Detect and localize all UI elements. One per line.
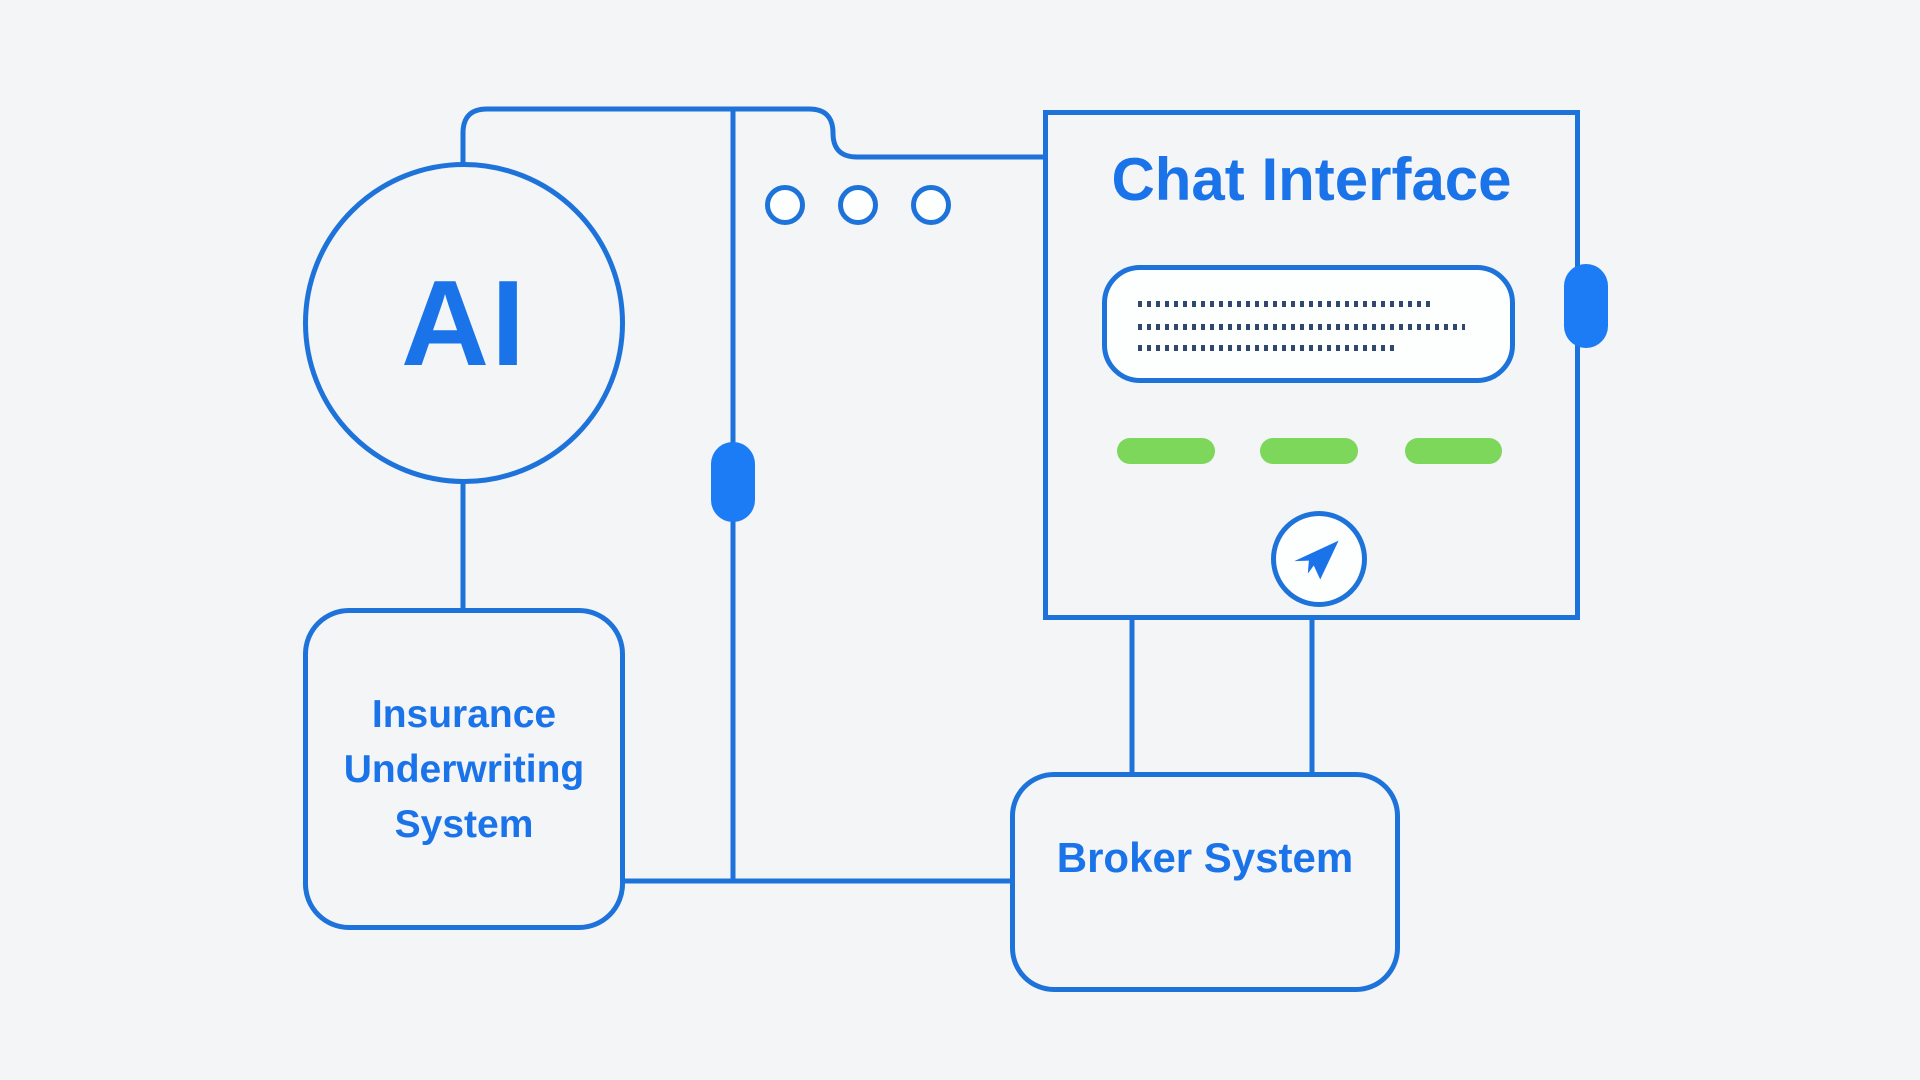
paper-plane-icon	[1294, 540, 1339, 580]
broker-system-label: Broker System	[1056, 834, 1354, 881]
insurance-label-line-3: System	[394, 802, 534, 846]
window-dot-icon	[765, 185, 805, 225]
window-dot-icon	[911, 185, 951, 225]
quick-reply-pill	[1405, 438, 1502, 464]
quick-reply-pill	[1260, 438, 1358, 464]
wire-ai-to-chat	[460, 106, 1052, 166]
quick-reply-pill	[1117, 438, 1215, 464]
ai-node: AI	[303, 162, 625, 484]
insurance-underwriting-node: Insurance Underwriting System	[303, 608, 625, 930]
message-bubble	[1102, 265, 1515, 383]
insurance-label-line-1: Insurance	[371, 692, 557, 736]
chat-title: Chat Interface	[1111, 146, 1512, 213]
insurance-underwriting-label: Insurance Underwriting System	[344, 687, 585, 852]
send-button	[1271, 511, 1367, 607]
window-dot-icon	[838, 185, 878, 225]
chat-interface-panel: Chat Interface	[1043, 110, 1608, 620]
window-dots	[765, 185, 951, 225]
message-text-line	[1138, 301, 1433, 307]
ai-label: AI	[401, 255, 527, 391]
message-text-line	[1138, 345, 1395, 351]
insurance-label-line-2: Underwriting	[343, 747, 585, 791]
connector-pill	[711, 442, 755, 522]
message-text-line	[1138, 324, 1465, 330]
scroll-indicator-pill	[1564, 264, 1608, 348]
broker-system-node: Broker System	[1010, 772, 1400, 992]
